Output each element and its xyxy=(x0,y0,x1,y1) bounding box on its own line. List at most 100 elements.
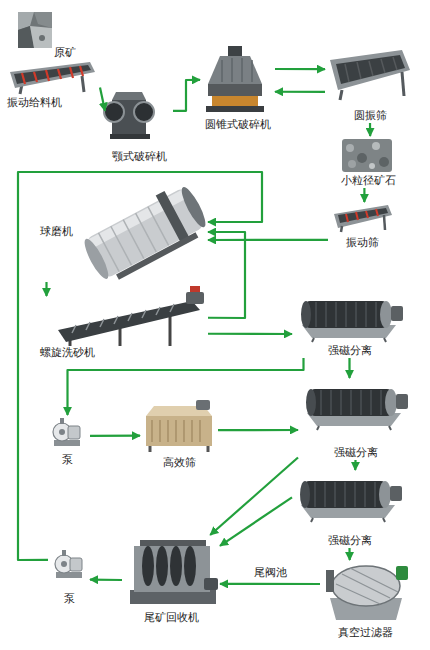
equipment-node: 圆振筛 xyxy=(325,45,415,123)
vacuum-filter-picture xyxy=(326,566,408,620)
magnetic-separator-picture xyxy=(306,389,408,430)
tailings-recovery-picture xyxy=(142,546,154,586)
magnetic-separator-picture xyxy=(300,481,402,522)
circular-screen-picture xyxy=(330,50,410,90)
raw-ore-picture xyxy=(18,12,52,48)
vibrating-screen-picture xyxy=(346,209,378,222)
flow-arrow xyxy=(363,188,365,202)
cone-crusher-picture xyxy=(212,96,258,106)
equipment-label: 小粒径矿石 xyxy=(341,174,396,188)
flow-arrow xyxy=(220,497,292,546)
equipment-label: 圆锥式破碎机 xyxy=(205,118,271,132)
equipment-label: 振动筛 xyxy=(346,236,379,250)
raw-ore-picture xyxy=(34,12,52,28)
ball-mill-picture xyxy=(81,236,113,281)
flow-arrow xyxy=(173,80,200,111)
equipment-label: 颚式破碎机 xyxy=(112,150,167,164)
flow-arrow xyxy=(90,435,140,437)
vacuum-filter-picture xyxy=(332,566,400,606)
equipment-label: 强磁分离 xyxy=(334,446,378,460)
vibrating-screen-picture xyxy=(334,205,392,232)
vibrating-feeder-picture xyxy=(14,65,91,84)
flow-arrow xyxy=(18,172,262,560)
small-ore-picture xyxy=(369,163,375,169)
small-ore-picture xyxy=(379,157,389,167)
flow-arrow xyxy=(220,583,320,585)
raw-ore-picture xyxy=(18,12,52,48)
small-ore-picture xyxy=(346,144,354,152)
jaw-crusher-picture xyxy=(104,92,154,139)
high-efficiency-screen-picture xyxy=(207,446,210,452)
flow-arrow xyxy=(369,123,371,136)
equipment-node: 强磁分离 xyxy=(292,298,407,358)
tailings-recovery-picture xyxy=(156,546,168,586)
small-ore-picture xyxy=(357,153,367,163)
flow-arrow xyxy=(218,429,298,431)
vibrating-feeder-picture xyxy=(22,66,83,84)
equipment-label: 球磨机 xyxy=(40,225,73,239)
circular-screen-picture xyxy=(330,50,410,100)
spiral-sand-washer-picture xyxy=(58,286,204,346)
vibrating-feeder-picture xyxy=(82,76,84,92)
equipment-label: 泵 xyxy=(62,453,73,467)
equipment-label: 圆振筛 xyxy=(354,109,387,123)
equipment-node: 球磨机 xyxy=(38,182,208,282)
tailings-recovery-picture xyxy=(134,546,210,592)
equipment-node: 振动筛 xyxy=(328,202,396,250)
spiral-sand-washer-picture xyxy=(58,301,200,342)
equipment-node: 泵 xyxy=(48,540,90,606)
cone-crusher-picture xyxy=(206,106,264,112)
small-ore-picture xyxy=(372,142,380,150)
high-efficiency-screen-picture xyxy=(149,446,152,452)
flow-arrow xyxy=(90,578,122,581)
flow-arrow xyxy=(275,91,325,93)
equipment-label: 泵 xyxy=(64,592,75,606)
equipment-label: 高效筛 xyxy=(163,456,196,470)
vibrating-feeder-picture xyxy=(10,62,95,88)
vacuum-filter-picture xyxy=(336,568,398,604)
raw-ore-picture xyxy=(39,35,45,41)
equipment-label: 强磁分离 xyxy=(328,534,372,548)
spiral-sand-washer-picture xyxy=(72,304,174,333)
jaw-crusher-picture xyxy=(134,102,154,122)
equipment-node: 强磁分离 xyxy=(298,378,413,460)
equipment-node: 圆锥式破碎机 xyxy=(200,42,275,132)
high-efficiency-screen-picture xyxy=(196,400,210,410)
pump-picture xyxy=(55,550,82,578)
cone-crusher-picture xyxy=(228,46,242,56)
tailings-recovery-picture xyxy=(184,546,196,586)
equipment-node: 尾矿回收机 xyxy=(122,535,220,625)
flow-arrow xyxy=(354,460,356,470)
equipment-node: 泵 xyxy=(45,415,90,467)
flow-arrow xyxy=(348,358,350,378)
tailings-recovery-picture xyxy=(204,578,218,590)
equipment-label: 原矿 xyxy=(54,46,76,60)
circular-screen-picture xyxy=(336,55,405,84)
equipment-node: 螺旋洗砂机 xyxy=(38,296,208,360)
jaw-crusher-picture xyxy=(104,102,124,122)
equipment-label: 强磁分离 xyxy=(328,344,372,358)
equipment-label: 尾矿回收机 xyxy=(144,611,199,625)
flow-arrow xyxy=(208,232,245,318)
spiral-sand-washer-picture xyxy=(190,286,200,292)
high-efficiency-screen-picture xyxy=(152,420,200,442)
vibrating-screen-picture xyxy=(384,215,385,230)
ball-mill-picture xyxy=(98,207,168,272)
equipment-label: 真空过滤器 xyxy=(338,626,393,640)
flow-arrow xyxy=(348,548,350,560)
flow-arrow xyxy=(68,358,304,415)
vibrating-screen-picture xyxy=(341,226,342,232)
ball-mill-picture xyxy=(78,180,212,288)
ball-mill-picture xyxy=(116,232,198,280)
magnetic-separator-picture xyxy=(301,301,403,342)
cone-crusher-picture xyxy=(206,46,264,112)
cone-crusher-picture xyxy=(222,58,252,82)
pump-picture xyxy=(53,418,80,446)
equipment-label: 螺旋洗砂机 xyxy=(40,346,95,360)
circular-screen-picture xyxy=(340,90,342,100)
spiral-sand-washer-picture xyxy=(186,292,204,304)
equipment-node: 真空过滤器 xyxy=(320,560,410,640)
